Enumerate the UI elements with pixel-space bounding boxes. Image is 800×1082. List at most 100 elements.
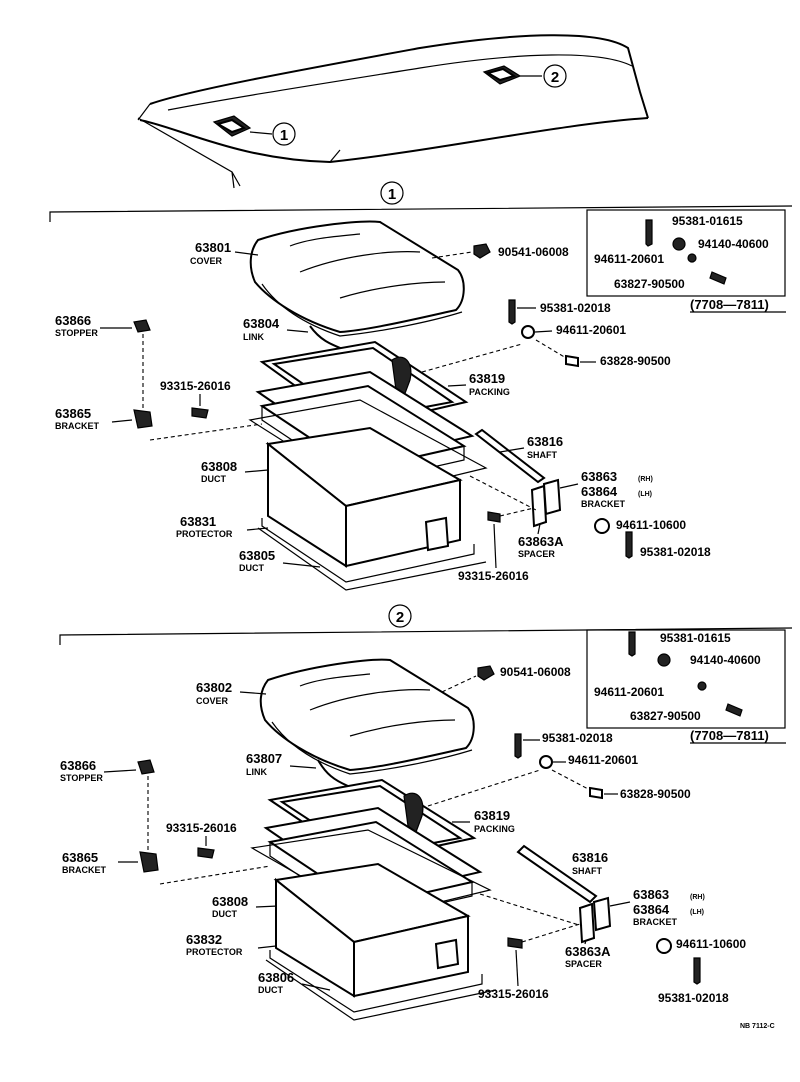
footer-code: NB 7112-C <box>740 1023 775 1030</box>
bracket-lh-side: (LH) <box>638 491 652 498</box>
inset-washer-b-label: 94611-20601 <box>594 252 664 266</box>
duct2-num: 63805 <box>239 548 275 563</box>
inset2-pin-label: 95381-01615 <box>660 631 731 645</box>
inset-washer-small-icon <box>687 253 697 263</box>
duct-63805 <box>257 518 487 591</box>
callout-2-roof <box>543 64 567 88</box>
washer2-2-label: 94611-10600 <box>676 937 746 951</box>
section-1-inset-box <box>586 209 786 297</box>
stopper-num: 63866 <box>55 313 91 328</box>
roof-vent-1 <box>212 115 252 137</box>
inset2-washer-a-label: 94140-40600 <box>690 653 761 667</box>
shaft2-name: SHAFT <box>572 866 602 876</box>
inset-bolt-icon <box>709 271 727 285</box>
roof-vent-2 <box>482 65 522 85</box>
pin-1-label: 95381-02018 <box>540 301 611 315</box>
cover-name: COVER <box>190 256 223 266</box>
bracket-name: BRACKET <box>55 421 100 431</box>
packing2-name: PACKING <box>474 824 515 834</box>
section-1-callout <box>380 181 404 205</box>
protector-63832 <box>273 862 471 998</box>
washer-2-label: 94611-10600 <box>616 518 686 532</box>
bolt2-b-icon <box>507 937 523 949</box>
inset-bolt-label: 63827-90500 <box>614 277 685 291</box>
inset-pin-icon <box>645 219 653 247</box>
duct-63806 <box>265 950 497 1021</box>
washer-2-icon <box>594 518 610 534</box>
bracket-icon <box>133 409 153 429</box>
callout-1-roof-text: 1 <box>280 127 288 144</box>
packing-num: 63819 <box>469 371 505 386</box>
spacer2-num: 63863A <box>565 944 611 959</box>
screw-1-icon <box>473 243 491 259</box>
pin2-1-icon <box>514 733 522 759</box>
duct3-name: DUCT <box>212 909 237 919</box>
protector-63831 <box>265 426 463 568</box>
protector2-num: 63832 <box>186 932 222 947</box>
bracket2-lh-side: (LH) <box>690 909 704 916</box>
pin2-2-label: 95381-02018 <box>658 991 729 1005</box>
screw2-2-icon <box>589 786 603 800</box>
duct2-name: DUCT <box>239 563 264 573</box>
section-2-inset-box <box>586 629 786 729</box>
inset2-washer-small-icon <box>697 681 707 691</box>
section-1-callout-text: 1 <box>388 186 396 203</box>
bracket-num: 63865 <box>55 406 91 421</box>
inset-pin-label: 95381-01615 <box>672 214 743 228</box>
screw-1-label: 90541-06008 <box>498 245 569 259</box>
cover-63802 <box>259 658 475 775</box>
duct3-num: 63808 <box>212 894 248 909</box>
inset2-pin-icon <box>628 631 636 657</box>
bracket-rh-lh-name: BRACKET <box>581 499 626 509</box>
bracket2-rh-side: (RH) <box>690 894 705 901</box>
inset-washer-icon <box>672 237 686 251</box>
duct4-name: DUCT <box>258 985 283 995</box>
bolt-a-label: 93315-26016 <box>160 379 231 393</box>
bolt2-a-label: 93315-26016 <box>166 821 237 835</box>
section-2-callout-text: 2 <box>396 609 404 626</box>
pin-2-label: 95381-02018 <box>640 545 711 559</box>
cover-63801 <box>249 220 465 337</box>
spacer2-name: SPACER <box>565 959 602 969</box>
packing-name: PACKING <box>469 387 510 397</box>
stopper2-num: 63866 <box>60 758 96 773</box>
bracket2-rh-num: 63863 <box>633 887 669 902</box>
spacer-name: SPACER <box>518 549 555 559</box>
bolt-b-icon <box>487 511 501 523</box>
duct4-num: 63806 <box>258 970 294 985</box>
roof-overview: 1 2 <box>137 34 649 189</box>
bracket-rh-lh-icon <box>530 478 562 528</box>
section-1: 1 95381-01615 94140-40600 94611-20601 63… <box>49 181 793 591</box>
inset2-range-label: (7708—7811) <box>690 728 769 743</box>
washer-1-label: 94611-20601 <box>556 323 626 337</box>
washer2-2-icon <box>656 938 672 954</box>
bracket-rh-side: (RH) <box>638 476 653 483</box>
stopper-icon <box>133 319 151 333</box>
section-2-callout <box>388 604 412 628</box>
screw-2-label: 63828-90500 <box>600 354 671 368</box>
bracket-lh-num: 63864 <box>581 484 618 499</box>
bracket2-lh-num: 63864 <box>633 902 670 917</box>
shaft-name: SHAFT <box>527 450 557 460</box>
bracket2-num: 63865 <box>62 850 98 865</box>
bolt2-b-label: 93315-26016 <box>478 987 549 1001</box>
protector-name: PROTECTOR <box>176 529 233 539</box>
shaft2-num: 63816 <box>572 850 608 865</box>
bracket2-rh-lh-icon <box>578 896 612 944</box>
screw2-1-label: 90541-06008 <box>500 665 571 679</box>
screw2-1-icon <box>477 665 495 681</box>
link-name: LINK <box>243 332 264 342</box>
cover-num: 63801 <box>195 240 231 255</box>
protector-num: 63831 <box>180 514 216 529</box>
stopper2-name: STOPPER <box>60 773 103 783</box>
inset2-bolt-icon <box>725 703 743 717</box>
stopper-name: STOPPER <box>55 328 98 338</box>
shaft-num: 63816 <box>527 434 563 449</box>
bolt-a-icon <box>191 407 209 419</box>
bolt-b-label: 93315-26016 <box>458 569 529 583</box>
link2-num: 63807 <box>246 751 282 766</box>
screw2-2-label: 63828-90500 <box>620 787 691 801</box>
callout-1-roof <box>272 122 296 146</box>
